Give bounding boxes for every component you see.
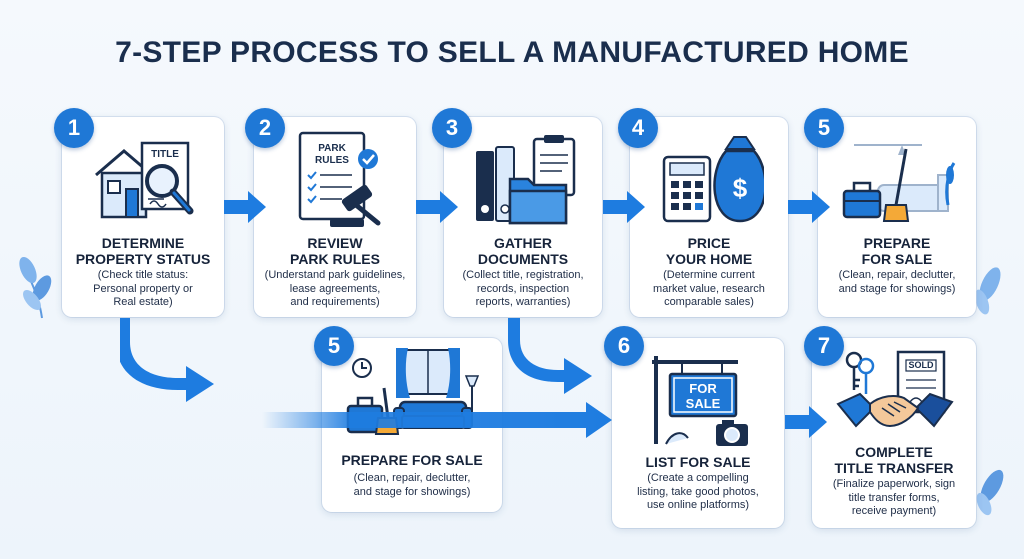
house-title-magnifier-icon: TITLE: [95, 141, 194, 219]
step-number-badge: 5: [314, 326, 354, 366]
arrow-4-to-5: [788, 191, 830, 223]
calculator-moneybag-icon: $: [662, 136, 764, 223]
rules-gavel-icon: PARK RULES: [298, 131, 381, 227]
step-description: (Check title status:Personal property or…: [93, 269, 193, 308]
for-sale-sign-icon: FOR SALE: [652, 356, 748, 446]
step-description: (Understand park guidelines,lease agreem…: [264, 269, 406, 308]
svg-text:FOR: FOR: [689, 381, 717, 396]
svg-text:$: $: [733, 173, 748, 203]
step-description: (Collect title, registration,records, in…: [462, 269, 584, 308]
title-doc-label: TITLE: [151, 149, 179, 160]
handshake-keys-icon: SOLD: [836, 350, 954, 428]
svg-text:SALE: SALE: [686, 396, 721, 411]
step-description: (Clean, repair, declutter,and stage for …: [838, 269, 956, 295]
leaf-decoration-right-top-icon: [974, 267, 1001, 315]
step-number-badge: 2: [245, 108, 285, 148]
arrow-6-to-7: [785, 406, 827, 438]
step-heading: PREPARE FOR SALE: [341, 452, 483, 468]
binders-folder-icon: [476, 135, 576, 225]
arrow-2-to-3: [416, 191, 458, 223]
arrow-curve-step1-down: [120, 318, 214, 402]
page-title: 7-STEP PROCESS TO SELL A MANUFACTURED HO…: [115, 36, 909, 69]
step-number-badge: 5: [804, 108, 844, 148]
arrow-3-to-4: [603, 191, 645, 223]
svg-text:RULES: RULES: [315, 155, 349, 166]
svg-text:PARK: PARK: [318, 143, 346, 154]
step-heading: LIST FOR SALE: [645, 454, 751, 470]
step-number-badge: 6: [604, 326, 644, 366]
step-card-6: FOR SALE LIST FOR SALE (Create a compell…: [612, 338, 784, 528]
leaf-decoration-left-icon: [19, 256, 52, 319]
svg-text:SOLD: SOLD: [908, 360, 934, 370]
step-number-badge: 7: [804, 326, 844, 366]
leaf-decoration-right-bottom-icon: [976, 469, 1004, 516]
arrow-1-to-2: [224, 191, 266, 223]
step-number-badge: 3: [432, 108, 472, 148]
arrow-row2-to-step6: [262, 402, 612, 438]
step-number-badge: 4: [618, 108, 658, 148]
step-description: (Clean, repair, declutter,and stage for …: [353, 472, 471, 498]
living-room-icon: [842, 144, 956, 222]
step-number-badge: 1: [54, 108, 94, 148]
arrow-curve-step3-down: [508, 318, 592, 394]
